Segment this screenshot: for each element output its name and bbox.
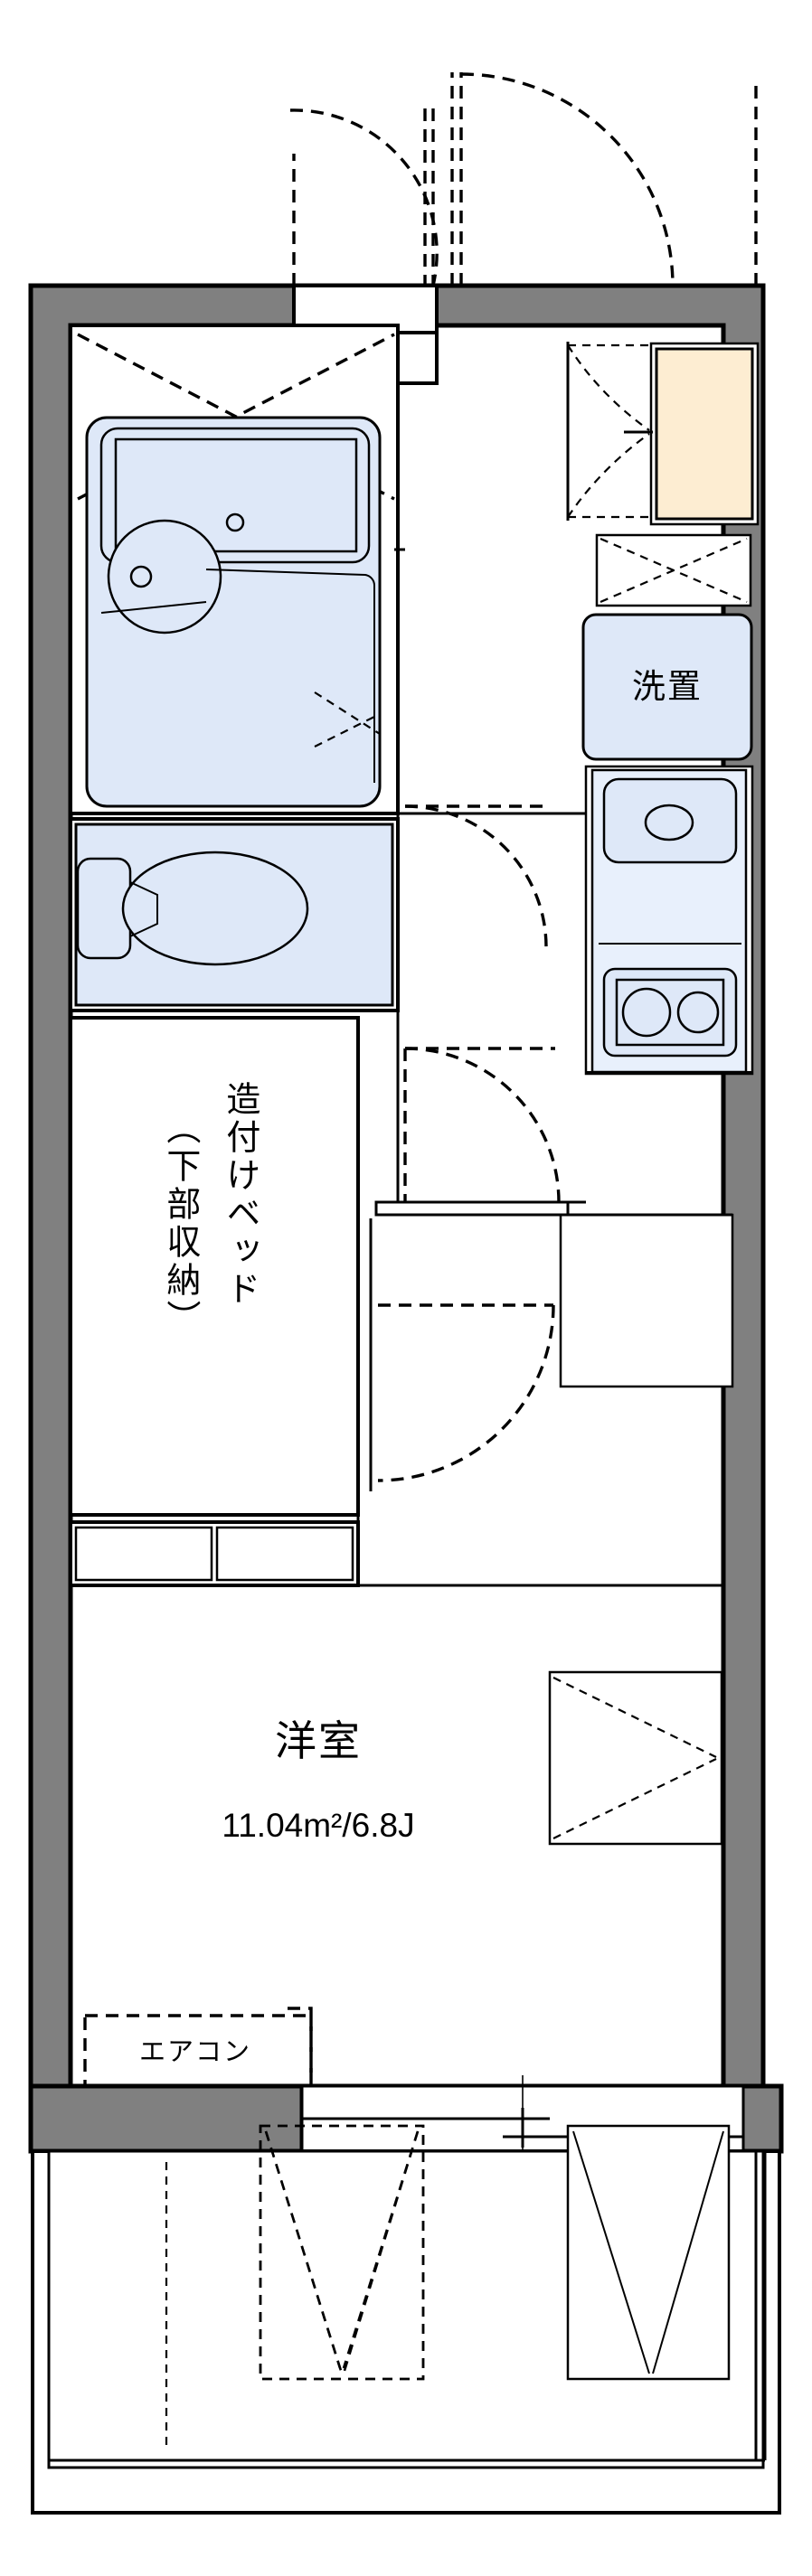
balcony (31, 2124, 781, 2515)
hall-closet (559, 1213, 734, 1388)
main-room-area: 11.04m²/6.8J (222, 1807, 414, 1844)
door-toilet[interactable] (374, 1021, 570, 1217)
hallway (356, 812, 586, 1522)
builtin-bed-label-line2: （下部収納） (160, 1110, 199, 1338)
upper-cabinet-washer (595, 533, 752, 607)
aircon-label: エアコン (139, 2038, 251, 2067)
aircon-box (83, 2007, 313, 2097)
washer-space (581, 613, 753, 761)
entrance-outer-door-swing (450, 72, 758, 287)
toilet-room (69, 817, 400, 1012)
unit-bath (69, 324, 405, 815)
door-main-room[interactable] (369, 1218, 555, 1491)
builtin-bed-label-line1: 造付けベッド (220, 1081, 259, 1309)
main-room-name: 洋室 (275, 1717, 362, 1764)
kitchen-unit (584, 765, 754, 1076)
washer-label: 洗置 (632, 668, 703, 705)
door-bath[interactable] (396, 804, 548, 958)
builtin-shelf (548, 1670, 723, 1846)
builtin-bed-block (69, 1016, 360, 1587)
balcony-panel-dashed (259, 2124, 425, 2381)
shoe-cabinet (566, 342, 760, 526)
